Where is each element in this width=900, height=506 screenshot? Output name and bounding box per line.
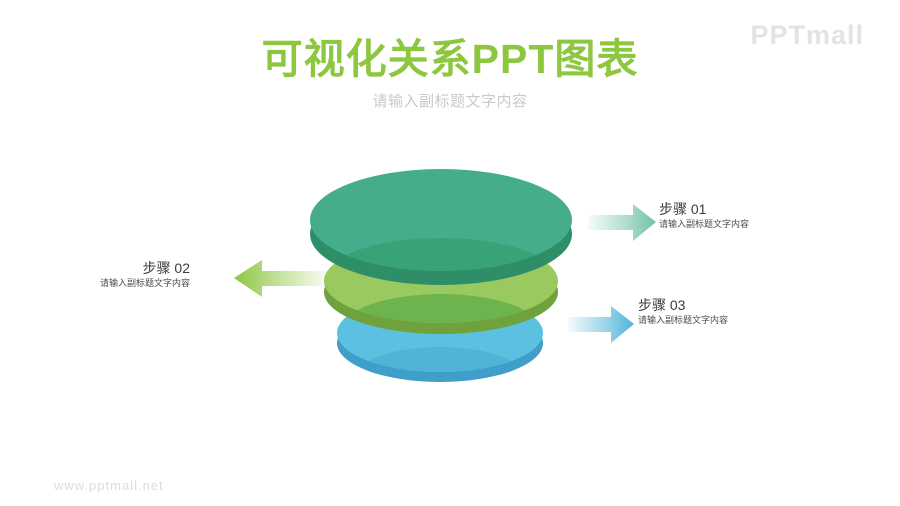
step-03-label: 步骤 03 (638, 297, 686, 313)
step-03-arrow-icon (568, 306, 634, 343)
pptmall-watermark-logo: PPTmall (750, 20, 864, 50)
step-01-desc: 请输入副标题文字内容 (659, 219, 750, 230)
top-disc (310, 169, 572, 285)
step-03-desc: 请输入副标题文字内容 (638, 315, 729, 326)
step-01-label: 步骤 01 (659, 201, 707, 217)
step-02-block: 步骤 02 请输入副标题文字内容 (100, 260, 190, 288)
bottom-disc-shade (352, 347, 528, 372)
middle-disc-shade (341, 294, 541, 323)
step-01-block: 步骤 01 请输入副标题文字内容 (659, 201, 749, 229)
step-03-block: 步骤 03 请输入副标题文字内容 (638, 297, 728, 325)
step-01-arrow-icon (588, 204, 656, 241)
step-02-arrow-icon (234, 260, 327, 297)
slide-subtitle: 请输入副标题文字内容 (372, 93, 528, 110)
footer-url: www.pptmall.net (54, 478, 164, 493)
step-02-label: 步骤 02 (142, 260, 190, 276)
slide-title: 可视化关系PPT图表 (261, 36, 639, 82)
step-02-desc: 请输入副标题文字内容 (99, 278, 190, 289)
top-disc-shade (325, 238, 557, 271)
